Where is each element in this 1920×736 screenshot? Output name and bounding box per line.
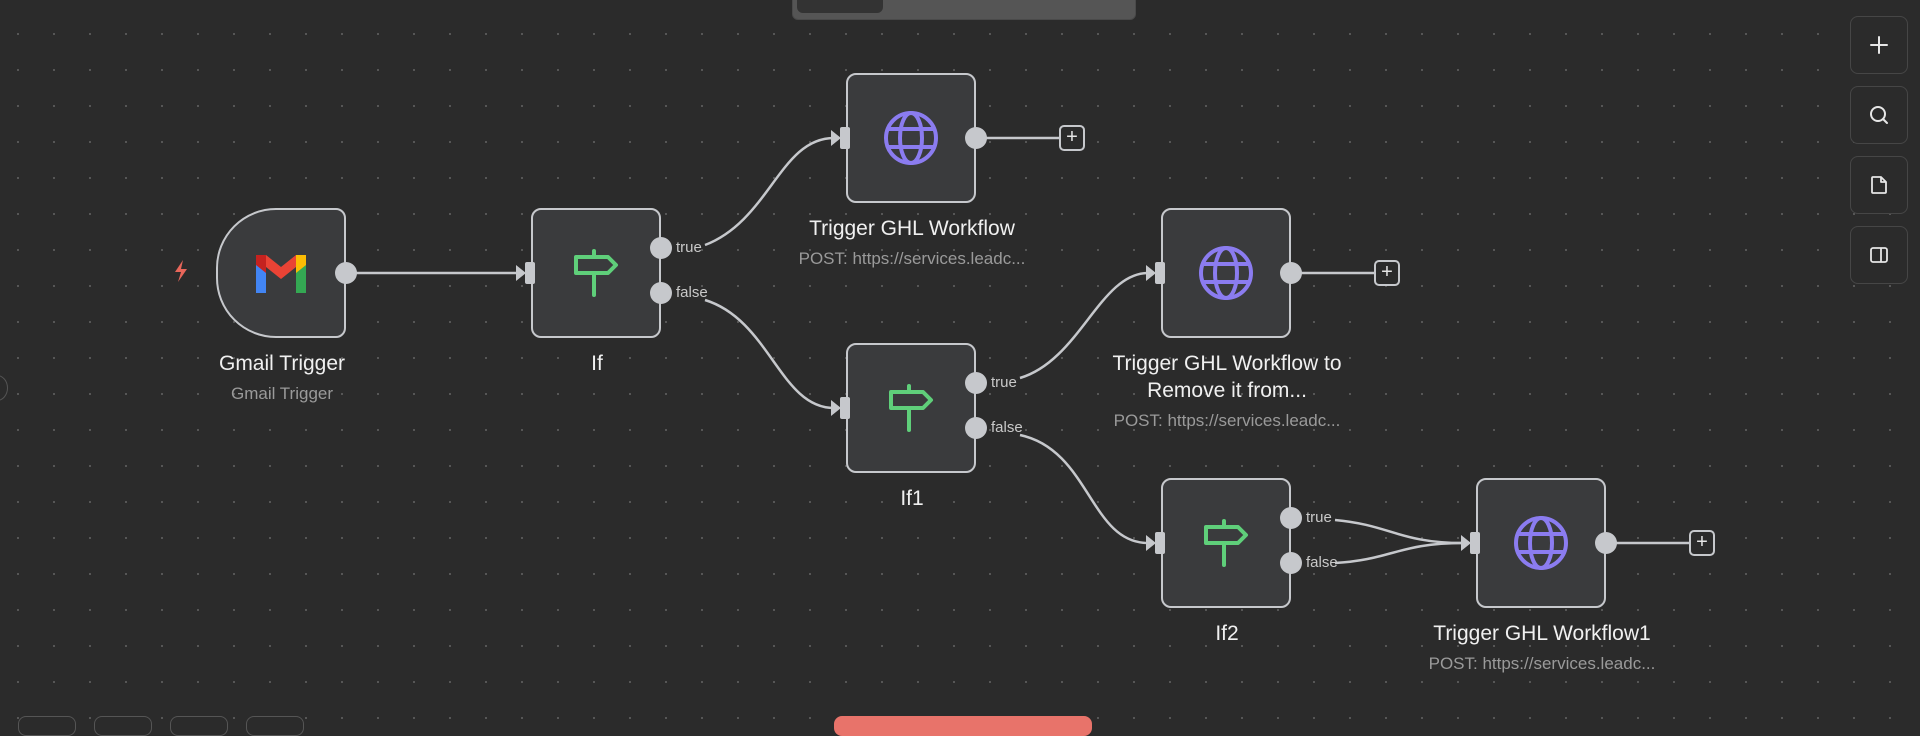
port-label-true: true: [1306, 509, 1332, 526]
node-subtitle: POST: https://services.leadc...: [1113, 411, 1341, 430]
node-label: Trigger GHL Workflow1: [1433, 622, 1651, 645]
input-arrow: [516, 265, 526, 281]
edge-if2-true-to-ghl1: [1334, 518, 1464, 545]
node-if1[interactable]: true false: [831, 343, 1023, 473]
port-label-true: true: [676, 239, 702, 256]
node-if2[interactable]: true false: [1146, 478, 1338, 608]
output-handle[interactable]: [1595, 532, 1617, 554]
panel-icon: [1870, 247, 1888, 263]
input-handle[interactable]: [1470, 532, 1480, 554]
input-handle[interactable]: [1155, 532, 1165, 554]
output-handle[interactable]: [335, 262, 357, 284]
output-handle-false[interactable]: [965, 417, 987, 439]
node-trigger-ghl-workflow-remove[interactable]: [1146, 208, 1302, 338]
globe-icon: [881, 108, 941, 168]
node-subtitle: POST: https://services.leadc...: [1428, 654, 1656, 673]
execute-workflow-button[interactable]: [834, 716, 1092, 736]
plus-icon: [1870, 36, 1888, 54]
node-label: If2: [1215, 622, 1239, 645]
output-handle[interactable]: [1280, 262, 1302, 284]
output-handle-false[interactable]: [650, 282, 672, 304]
port-label-true: true: [991, 374, 1017, 391]
left-edge-handle[interactable]: [0, 375, 8, 401]
add-node-tool-button[interactable]: [1850, 16, 1908, 74]
top-tab-bar[interactable]: [792, 0, 1136, 20]
output-handle-true[interactable]: [1280, 507, 1302, 529]
node-label: If: [591, 352, 603, 375]
add-node-button[interactable]: +: [1374, 260, 1400, 286]
port-label-false: false: [1306, 554, 1338, 571]
zoom-out-button[interactable]: [170, 716, 228, 736]
node-trigger-ghl-workflow[interactable]: [831, 73, 987, 203]
zoom-in-button[interactable]: [94, 716, 152, 736]
reset-zoom-button[interactable]: [246, 716, 304, 736]
output-handle-false[interactable]: [1280, 552, 1302, 574]
globe-icon: [1511, 513, 1571, 573]
input-arrow: [1146, 535, 1156, 551]
node-label: Trigger GHL Workflow: [809, 217, 1015, 240]
node-gmail-trigger[interactable]: [216, 208, 357, 338]
input-handle[interactable]: [840, 127, 850, 149]
port-label-false: false: [676, 284, 708, 301]
trigger-bolt-icon: [175, 260, 187, 282]
input-arrow: [1146, 265, 1156, 281]
output-handle-true[interactable]: [650, 237, 672, 259]
node-subtitle: POST: https://services.leadc...: [798, 249, 1026, 268]
note-icon: [1871, 176, 1887, 194]
input-arrow: [831, 130, 841, 146]
port-label-false: false: [991, 419, 1023, 436]
edge-if2-false-to-ghl1: [1334, 541, 1464, 565]
node-label-line2: Remove it from...: [1147, 379, 1307, 402]
search-icon: [1870, 106, 1888, 124]
sticky-note-tool-button[interactable]: [1850, 156, 1908, 214]
output-handle[interactable]: [965, 127, 987, 149]
add-node-button[interactable]: +: [1689, 530, 1715, 556]
input-arrow: [831, 400, 841, 416]
output-handle-true[interactable]: [965, 372, 987, 394]
signpost-icon: [566, 243, 626, 303]
node-trigger-ghl-workflow1[interactable]: [1461, 478, 1617, 608]
signpost-icon: [881, 378, 941, 438]
signpost-icon: [1196, 513, 1256, 573]
input-handle[interactable]: [1155, 262, 1165, 284]
gmail-icon: [251, 243, 311, 303]
toggle-panel-tool-button[interactable]: [1850, 226, 1908, 284]
globe-icon: [1196, 243, 1256, 303]
canvas-toolbar: [1850, 16, 1908, 284]
input-handle[interactable]: [840, 397, 850, 419]
node-label: If1: [900, 487, 924, 510]
node-subtitle: Gmail Trigger: [230, 384, 334, 403]
top-tab-active[interactable]: [797, 0, 883, 13]
node-if[interactable]: true false: [516, 208, 708, 338]
search-tool-button[interactable]: [1850, 86, 1908, 144]
node-label-line1: Trigger GHL Workflow to: [1112, 352, 1342, 375]
add-node-button[interactable]: +: [1059, 125, 1085, 151]
node-label: Gmail Trigger: [218, 352, 346, 375]
input-handle[interactable]: [525, 262, 535, 284]
input-arrow: [1461, 535, 1471, 551]
zoom-to-fit-button[interactable]: [18, 716, 76, 736]
